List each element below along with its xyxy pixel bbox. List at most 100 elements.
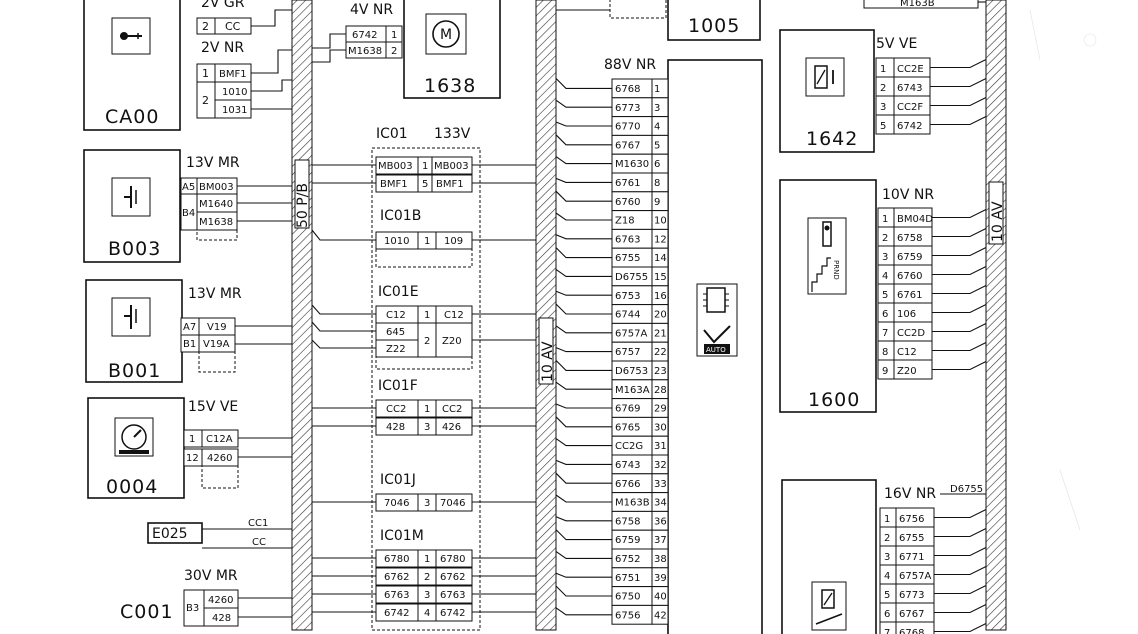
ic01e-left-3: Z22	[386, 344, 406, 355]
ic01-group: IC01 133V MB003 BMF1 1 5 MB003 BMF1 IC01…	[311, 126, 536, 631]
ic01-pin-1: 1	[422, 161, 428, 172]
m1630-wire-23: M163B	[615, 498, 650, 509]
m1600-pin-4: 4	[882, 271, 888, 282]
c0004-wire-1: C12A	[206, 434, 233, 445]
ic01b-right-1: 109	[444, 236, 463, 247]
ca00-top-conn: 2V GR	[201, 0, 245, 11]
b001-wire-1: V19	[207, 322, 227, 333]
bus-10av-mid-label: 10 AV	[540, 341, 556, 382]
ic01j-left-1: 7046	[384, 498, 409, 509]
m16v-wire-1: 6756	[899, 514, 924, 525]
ca00-wire-1: BMF1	[219, 69, 247, 80]
ic01f-left-1: CC2	[386, 404, 406, 415]
ic01f-right-2: 426	[442, 422, 461, 433]
m1630-wire-19: 6765	[615, 422, 640, 433]
b003-wire-1: BM003	[199, 182, 234, 193]
m1630-conn: 88V NR	[604, 57, 656, 73]
m16v-pin-6: 6	[884, 609, 890, 620]
c001-wire-1: 4260	[208, 595, 233, 606]
bus-10av-right-label: 10 AV	[990, 201, 1006, 242]
ic01-left-2: BMF1	[380, 179, 408, 190]
svg-text:M: M	[440, 27, 452, 43]
c001-pin: B3	[186, 603, 199, 614]
m1630-wire-line	[555, 268, 612, 277]
m1642-wire-line	[930, 97, 987, 107]
m1630-wire-line	[555, 303, 612, 315]
e025-wire-1: CC1	[248, 518, 268, 529]
m1630-wire-6: 6761	[615, 178, 640, 189]
m1600-wire-line	[932, 209, 987, 219]
c0004-pin-12: 12	[186, 453, 199, 464]
m16v-wire-line	[934, 566, 987, 576]
m1630-pin-12: 16	[654, 291, 667, 302]
m1630-wire-line	[555, 416, 612, 428]
m1630-pin-19: 30	[654, 422, 667, 433]
m1630-pin-15: 22	[654, 347, 667, 358]
m1630-pin-6: 8	[654, 178, 660, 189]
m1600-wire-5: 6761	[897, 290, 922, 301]
m16v-pin-7: 7	[884, 628, 890, 634]
m1630-wire-10: 6755	[615, 253, 640, 264]
ic01e-right-2: Z20	[442, 336, 462, 347]
m1630-wire-line	[555, 607, 612, 616]
ic01f-right-1: CC2	[442, 404, 462, 415]
m1600-wire-line	[932, 285, 987, 295]
m1630-wire-18: 6769	[615, 404, 640, 415]
m16v-wire-4: 6757A	[899, 571, 931, 582]
m1638-wire-2: M1638	[348, 46, 382, 57]
bus-pb-label: 50 P/B	[295, 183, 311, 228]
m16v-pin-2: 2	[884, 533, 890, 544]
m1630-wire-line	[555, 247, 612, 259]
m1642-pin-1: 1	[880, 64, 886, 75]
m1630-wire-4: 6767	[615, 140, 640, 151]
ic01f-name: IC01F	[378, 378, 418, 394]
b003-code: B003	[108, 238, 161, 260]
m1600-wire-6: 106	[897, 309, 916, 320]
m1630-wire-line	[555, 516, 612, 522]
m1630-wire-line	[555, 190, 612, 202]
ic01e-pin-1: 1	[424, 310, 430, 321]
e025-code: E025	[152, 526, 188, 542]
m1630-wire-16: D6753	[615, 366, 648, 377]
ic01b-name: IC01B	[380, 208, 421, 224]
m16v-wire-5: 6773	[899, 590, 924, 601]
ca00-top-wire: CC	[225, 20, 241, 33]
m1600-pin-3: 3	[882, 252, 888, 263]
m1642-conn: 5V VE	[876, 36, 917, 52]
key-switch-icon	[120, 32, 142, 40]
m1642-wire-line	[930, 78, 987, 88]
ic01m-pin-1: 1	[424, 554, 430, 565]
ic01-conn: 133V	[434, 126, 471, 142]
m1630-wire-1: 6768	[615, 84, 640, 95]
m16v-pin-4: 4	[884, 571, 890, 582]
m1600-wire-2: 6758	[897, 233, 922, 244]
m1630-wire-line	[555, 360, 612, 371]
ic01m-right-4: 6742	[440, 608, 465, 619]
m1630-wire-line	[555, 403, 612, 409]
c0004-wire-2: 4260	[207, 453, 232, 464]
ic01-name: IC01	[376, 126, 408, 142]
m1630-wire-29: 6756	[615, 610, 640, 621]
m1642-wire-3: CC2F	[897, 102, 923, 113]
module-1005: 1005	[556, 0, 761, 41]
m1630-pin-13: 20	[654, 310, 667, 321]
m16v-wire-2: 6755	[899, 533, 924, 544]
ic01m-left-2: 6762	[384, 572, 409, 583]
m1630-wire-line	[555, 212, 612, 221]
ca00-pin-2: 2	[202, 94, 209, 107]
m1630-wire-line	[555, 134, 612, 146]
m1630-pin-9: 12	[654, 234, 667, 245]
ic01-right-1: MB003	[434, 161, 469, 172]
m16v-wire-6: 6767	[899, 609, 924, 620]
m1630-wire-line	[555, 177, 612, 183]
ca00-code: CA00	[105, 106, 159, 128]
m1600-wire-line	[932, 323, 987, 333]
m16v-wire-line	[934, 623, 987, 633]
m1642-wire-2: 6743	[897, 83, 922, 94]
m1630-pin-26: 38	[654, 554, 667, 565]
m1642-pin-4: 5	[880, 121, 886, 132]
